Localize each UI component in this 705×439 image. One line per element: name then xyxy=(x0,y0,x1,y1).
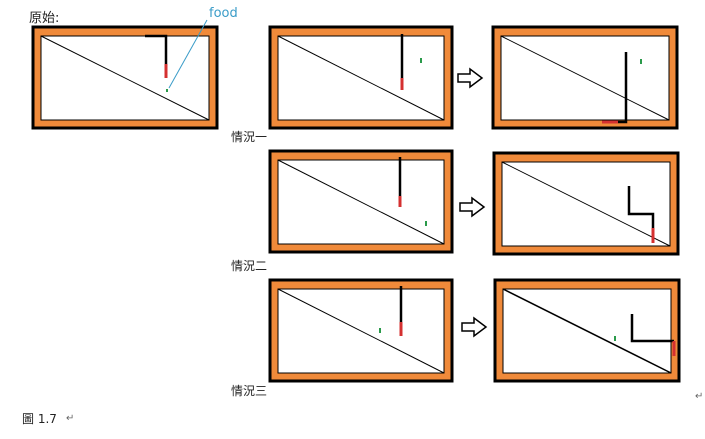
label-case2: 情況二 xyxy=(231,259,268,273)
hollow-right-arrow-icon xyxy=(459,196,486,218)
panel-case3-after xyxy=(493,278,681,383)
figure-caption: 圖 1.7 xyxy=(22,412,57,426)
diagonal-line xyxy=(277,35,445,121)
diagonal-line xyxy=(277,159,445,245)
label-original: 原始: xyxy=(29,11,60,26)
panel-case1-after xyxy=(491,25,679,130)
hollow-right-arrow-icon xyxy=(457,67,484,89)
diagonal-line xyxy=(502,288,672,374)
panel-case2-after xyxy=(492,151,680,256)
snake-body xyxy=(145,34,168,64)
label-case3: 情況三 xyxy=(231,384,268,398)
label-food: food xyxy=(209,6,238,21)
food-pointer-line xyxy=(168,19,208,89)
food-pellet xyxy=(379,328,381,333)
return-mark: ↵ xyxy=(66,413,75,424)
panel-original xyxy=(31,19,219,130)
return-mark: ↵ xyxy=(695,391,704,402)
food-pellet xyxy=(420,58,422,63)
label-case1: 情況一 xyxy=(231,130,268,144)
food-pellet xyxy=(425,221,427,226)
snake-body xyxy=(627,186,655,228)
snake-body xyxy=(630,314,674,343)
diagonal-line xyxy=(277,288,445,374)
hollow-right-arrow-icon xyxy=(461,316,488,338)
diagonal-line xyxy=(500,35,670,121)
panel-case1-before xyxy=(268,25,454,130)
diagonal-line xyxy=(501,161,671,247)
panel-case3-before xyxy=(268,278,454,383)
diagonal-line xyxy=(40,35,210,121)
snake-body xyxy=(618,52,628,124)
food-pellet xyxy=(614,336,616,341)
food-pellet xyxy=(166,89,168,92)
food-pellet xyxy=(640,59,642,64)
panel-case2-before xyxy=(268,149,454,254)
